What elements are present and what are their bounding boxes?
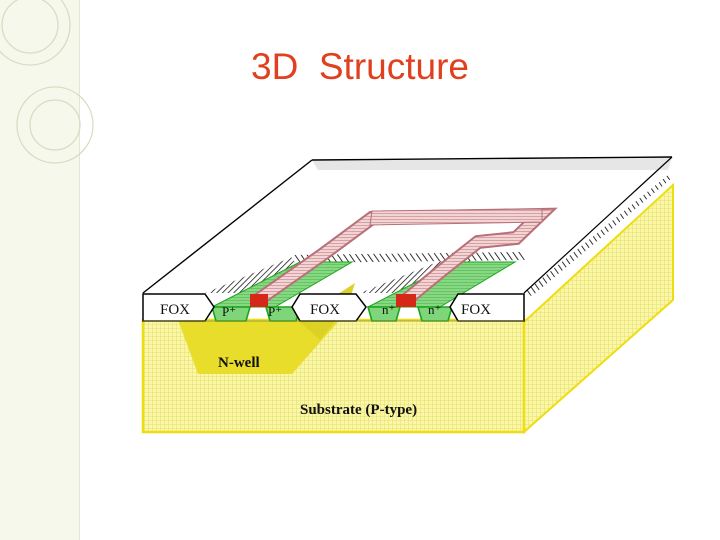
nwell-region: [178, 320, 338, 374]
n-plus-right-label: n⁺: [428, 302, 441, 317]
nmos-gate-contact: [396, 294, 416, 307]
decorative-circle: [16, 86, 94, 164]
slide-title: 3D Structure: [251, 46, 469, 87]
fox-left-label: FOX: [160, 302, 190, 318]
fox-right-label: FOX: [461, 302, 491, 318]
fox-left-block: [142, 293, 215, 322]
decorative-circle: [0, 0, 71, 66]
chip-left-edge: [142, 159, 313, 294]
poly-top-face: [369, 208, 543, 226]
polysilicon-gate-line-fill: [255, 209, 553, 305]
p-plus-left-label: P⁺: [222, 304, 236, 319]
fox-middle-label: FOX: [310, 302, 340, 318]
pmos-gate-contact: [250, 294, 268, 307]
p-plus-right-label: P⁺: [268, 304, 282, 319]
right-edge-line: [523, 156, 673, 294]
chip-top-edge: [311, 156, 673, 161]
chip-top-shade: [312, 157, 672, 170]
right-fox-wall: [524, 175, 672, 296]
decorative-circle: [1, 0, 59, 54]
n-plus-left-label: n⁺: [382, 302, 395, 317]
substrate-label: Substrate (P-type): [300, 402, 417, 418]
decorative-circle: [29, 99, 81, 151]
chip-top-surface: [143, 157, 672, 293]
nwell-label: N-well: [218, 355, 260, 371]
